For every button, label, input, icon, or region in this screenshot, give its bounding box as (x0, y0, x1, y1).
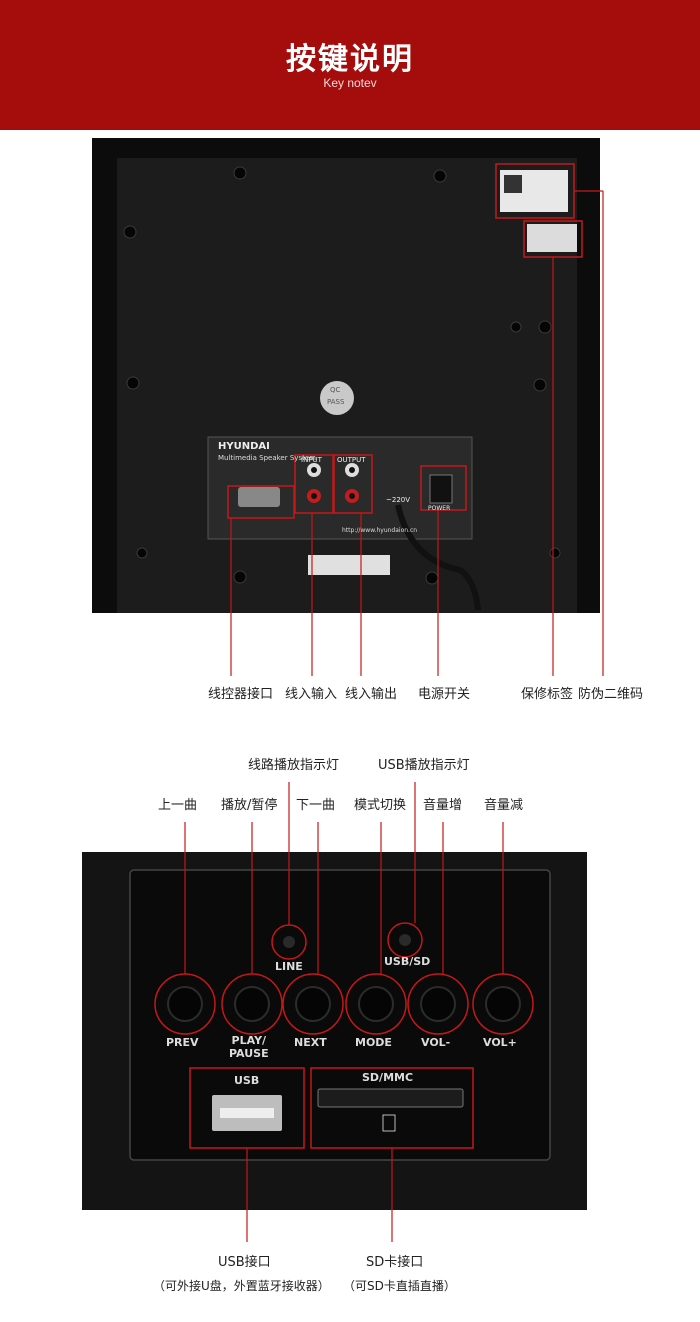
callout-vol-down: 音量减 (484, 798, 524, 813)
vol-up-button-label: VOL+ (483, 1036, 517, 1049)
voltage-label: ~220V (386, 496, 411, 504)
rear-callout-lines (230, 190, 604, 676)
wired-controller-port (238, 487, 280, 507)
line-indicator-led (283, 936, 295, 948)
callout-wired-controller-port: 线控器接口 (208, 687, 274, 702)
callout-usb-indicator: USB播放指示灯 (378, 758, 470, 773)
power-switch (429, 474, 453, 504)
pass-label: PASS (327, 398, 345, 406)
callout-power-switch: 电源开关 (418, 687, 471, 702)
usbsd-led-label: USB/SD (384, 955, 431, 968)
usb-indicator-led (399, 934, 411, 946)
callout-usb-note: （可外接U盘，外置蓝牙接收器） (153, 1279, 330, 1293)
sd-card-slot (317, 1088, 464, 1108)
power-label: POWER (428, 505, 451, 512)
callout-vol-up: 音量增 (423, 798, 463, 813)
rear-model-label: Multimedia Speaker System (218, 454, 316, 462)
callout-line-indicator: 线路播放指示灯 (248, 758, 340, 773)
page-subtitle: Key notev (323, 76, 377, 90)
sd-card-icon (382, 1114, 396, 1132)
callout-sd-port: SD卡接口 (366, 1255, 424, 1270)
front-buttons (167, 986, 521, 1022)
vol-down-button-label: VOL- (421, 1036, 451, 1049)
play-pause-button-label: PLAY/ PAUSE (229, 1034, 269, 1060)
rear-url-label: http://www.hyundaion.cn (342, 527, 418, 534)
usb-port-label: USB (234, 1074, 260, 1087)
front-control-panel (129, 869, 551, 1161)
rca-output-jacks (345, 463, 359, 503)
page-title: 按键说明 (286, 42, 414, 77)
output-label: OUTPUT (337, 456, 366, 464)
qc-label: QC (330, 386, 341, 394)
line-led-label: LINE (275, 960, 303, 973)
rear-brand-label: HYUNDAI (218, 441, 270, 452)
callout-line-output: 线入输出 (345, 687, 398, 702)
front-highlight-marks (154, 922, 534, 1149)
callout-next: 下一曲 (296, 798, 336, 813)
power-cord (395, 504, 481, 611)
callout-mode: 模式切换 (354, 798, 407, 813)
header-banner: 按键说明 Key notev (0, 0, 700, 130)
callout-warranty-label: 保修标签 (521, 687, 574, 702)
brand-tag (308, 555, 390, 575)
callout-line-input: 线入输入 (285, 687, 338, 702)
rca-input-jacks (307, 463, 321, 503)
warranty-sticker (527, 224, 577, 252)
qc-sticker (320, 381, 354, 415)
front-callout-lines (184, 782, 504, 1242)
mode-button-label: MODE (355, 1036, 392, 1049)
callout-anti-counterfeit-qr: 防伪二维码 (578, 687, 644, 702)
input-label: INPUT (301, 456, 322, 464)
screw-group (123, 166, 561, 585)
callout-usb-port: USB接口 (218, 1255, 271, 1270)
next-button-label: NEXT (294, 1036, 327, 1049)
callout-sd-note: （可SD卡直插直播） (343, 1279, 456, 1293)
callout-prev: 上一曲 (158, 798, 198, 813)
sdmmc-port-label: SD/MMC (362, 1071, 414, 1084)
callout-play-pause: 播放/暂停 (221, 798, 278, 813)
prev-button-label: PREV (166, 1036, 199, 1049)
